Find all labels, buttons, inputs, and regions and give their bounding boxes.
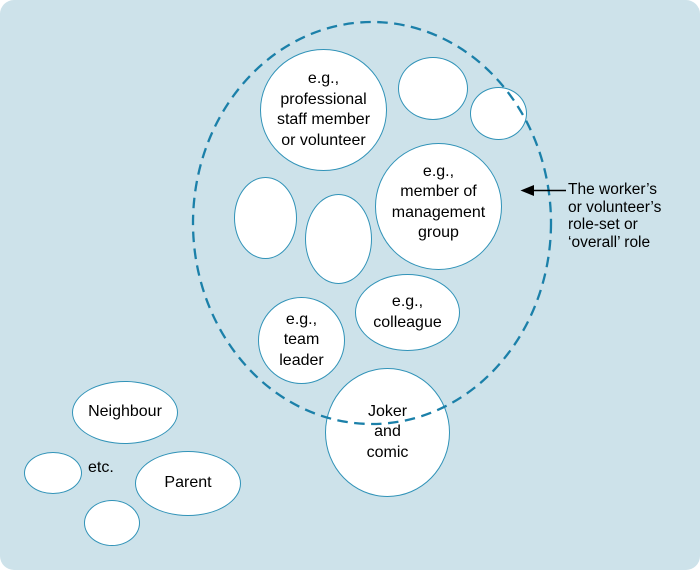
ellipse-management-label: e.g., member of management group <box>391 162 486 242</box>
ellipse-unlabeled-mid-2 <box>305 194 372 284</box>
annotation-arrow-icon <box>520 185 566 196</box>
ellipse-unlabeled-top-2 <box>470 87 527 140</box>
ellipse-unlabeled-top-1 <box>398 57 468 120</box>
ellipse-colleague-label: e.g., colleague <box>373 293 442 331</box>
ellipse-unlabeled-mid-1 <box>234 177 297 259</box>
annotation-arrow-head <box>520 185 534 196</box>
ellipse-team-leader: e.g., team leader <box>258 297 345 384</box>
ellipse-joker-label: Joker and comic <box>366 402 409 461</box>
ellipse-joker: Joker and comic <box>325 368 450 497</box>
ellipse-professional-staff-label: e.g., professional staff member or volun… <box>276 70 371 149</box>
ellipse-parent-label: Parent <box>164 474 212 492</box>
ellipse-neighbour: Neighbour <box>72 381 178 444</box>
ellipse-parent: Parent <box>135 451 241 516</box>
ellipse-professional-staff: e.g., professional staff member or volun… <box>260 49 387 171</box>
ellipse-neighbour-label: Neighbour <box>88 403 162 421</box>
ellipse-team-leader-label: e.g., team leader <box>279 310 324 369</box>
ellipse-unlabeled-outside-1 <box>24 452 82 494</box>
ellipse-unlabeled-outside-2 <box>84 500 140 546</box>
ellipse-management: e.g., member of management group <box>375 143 502 270</box>
ellipse-colleague: e.g., colleague <box>355 274 460 351</box>
etc-label: etc. <box>88 459 114 476</box>
role-set-annotation: The worker’s or volunteer’s role-set or … <box>568 181 662 251</box>
